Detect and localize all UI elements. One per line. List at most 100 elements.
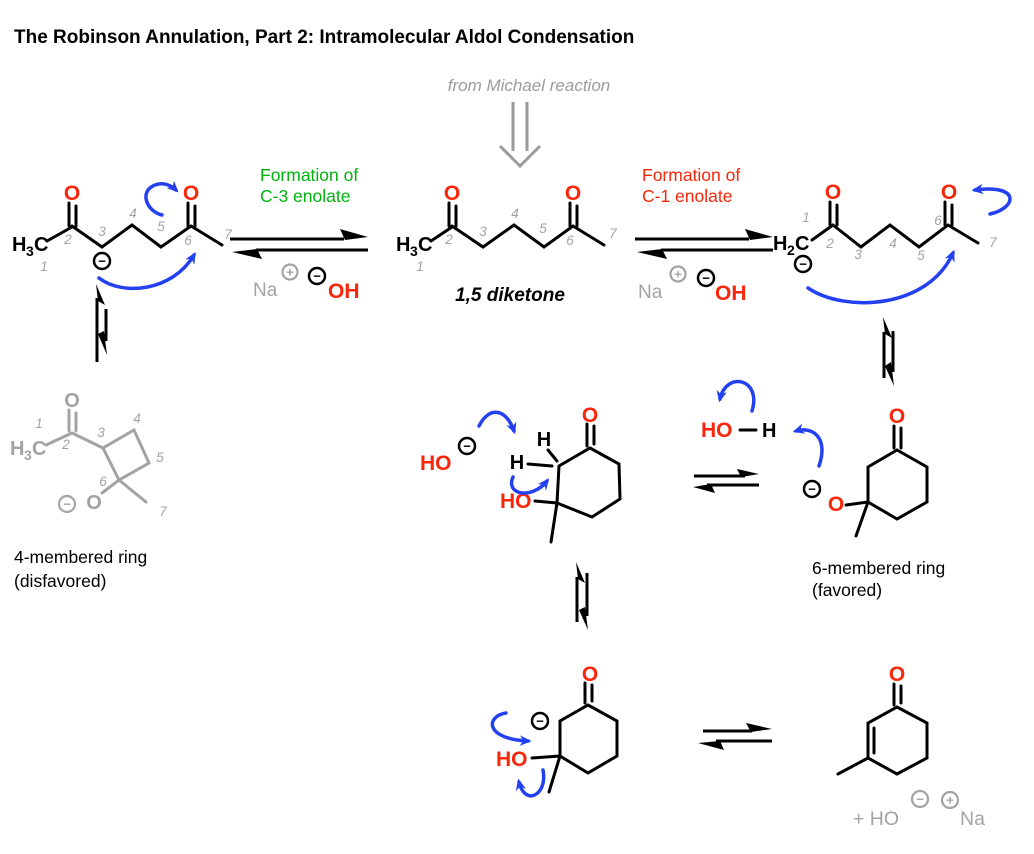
chain-number: 3 — [854, 247, 862, 262]
chain-number: 6 — [934, 213, 942, 228]
svg-text:+: + — [674, 267, 682, 282]
ring-bonds — [558, 703, 619, 775]
ring6-label: 6-membered ring — [812, 558, 945, 578]
minus-charge-icon: − — [802, 479, 822, 499]
eq-head — [745, 229, 773, 240]
svg-text:−: − — [702, 271, 710, 286]
atom-O: O — [582, 663, 598, 686]
chain-number: 2 — [61, 437, 70, 452]
curved-arrow-icon — [477, 410, 517, 435]
chain-number: 6 — [99, 474, 107, 489]
chain-number: 6 — [184, 233, 192, 248]
byproduct-label: + HO − + Na — [853, 789, 985, 830]
curved-arrow-icon — [971, 183, 1012, 216]
equilibrium-arrow-vertical — [882, 317, 895, 386]
atom-H: H — [10, 438, 24, 460]
minus-charge-icon: − — [457, 436, 477, 456]
chain-bonds — [429, 223, 606, 249]
chain-number: 1 — [40, 259, 48, 274]
minus-charge-icon: − — [92, 251, 112, 271]
atom-O: O — [889, 663, 905, 686]
hydroxyl-label: HO — [496, 748, 528, 771]
carbonyl-double-bond — [585, 422, 596, 448]
curved-arrow-icon — [509, 475, 550, 495]
chain-number: 3 — [479, 224, 487, 239]
diketone-structure: H 3 C O O 1 2 3 4 5 6 7 — [396, 182, 617, 274]
chain-bonds — [810, 223, 980, 249]
from-michael-label: from Michael reaction — [448, 76, 611, 95]
water-molecule: HO H — [701, 379, 824, 468]
minus-charge-icon: − — [793, 254, 813, 274]
six-membered-alkoxide-structure: O O − — [802, 405, 929, 538]
atom-H: H — [773, 233, 787, 255]
carbonyl-double-bond — [892, 424, 903, 450]
minus-charge-icon: − — [696, 268, 716, 288]
equilibrium-arrow-horizontal — [635, 229, 773, 259]
carbonyl-double-bond — [447, 201, 458, 228]
equilibrium-arrow-horizontal — [698, 723, 772, 750]
ring-bonds — [866, 448, 929, 521]
chain-number: 2 — [63, 232, 72, 247]
formation-c1-label: Formation of — [642, 165, 740, 185]
eq-head — [98, 331, 107, 355]
down-double-arrow-icon — [498, 102, 542, 169]
equilibrium-arrow-horizontal — [693, 469, 759, 493]
hydroxyl-label: HO — [500, 490, 532, 513]
bond — [844, 500, 870, 538]
plus-charge-icon: + — [669, 265, 687, 283]
atom-C: C — [32, 438, 46, 460]
eq-head — [737, 469, 759, 477]
eq-head — [698, 741, 724, 750]
sodium-label: Na — [638, 282, 663, 303]
byproduct-na: Na — [960, 808, 985, 830]
svg-text:−: − — [536, 714, 544, 729]
water-HO-label: HO — [701, 419, 733, 442]
chain-number: 2 — [825, 236, 834, 251]
eq-head — [637, 249, 667, 259]
svg-text:−: − — [463, 439, 471, 454]
curved-arrow-icon — [515, 768, 546, 798]
byproduct-plus-ho: + HO — [853, 808, 899, 830]
atom-O: O — [828, 493, 844, 516]
minus-charge-icon: − — [910, 789, 930, 809]
formation-c3-label: Formation of — [260, 165, 358, 185]
curved-arrow-icon — [97, 251, 196, 291]
four-membered-ring-structure: H 3 C O O − 1 2 3 4 5 6 7 — [10, 390, 167, 519]
carbonyl-double-bond — [568, 201, 579, 228]
chain-number: 7 — [609, 226, 617, 241]
ring-bonds — [101, 427, 151, 483]
bond — [44, 431, 105, 450]
chain-number: 4 — [129, 206, 137, 221]
bond — [100, 478, 148, 504]
naoh-reagent: Na + − OH — [638, 265, 747, 305]
svg-text:−: − — [63, 497, 71, 512]
carbonyl-double-bond — [828, 200, 839, 227]
atom-H: H — [510, 452, 524, 474]
eq-head — [232, 249, 262, 259]
chain-number: 2 — [444, 232, 453, 247]
atom-O: O — [582, 404, 598, 427]
chain-number: 4 — [133, 411, 141, 426]
arrow-head — [498, 144, 542, 169]
minus-charge-icon: − — [530, 711, 550, 731]
carbonyl-double-bond — [67, 201, 78, 228]
bond — [836, 756, 870, 776]
hydroxide-label: HO — [420, 452, 452, 475]
chain-number: 7 — [224, 227, 232, 242]
curved-arrow-icon — [806, 249, 955, 305]
atom-H: H — [762, 420, 776, 442]
curved-arrow-icon — [144, 180, 179, 217]
curved-arrow-icon — [716, 379, 756, 413]
enone-product-structure: O — [836, 663, 929, 776]
carbonyl-double-bond — [583, 681, 594, 705]
aldol-adduct-deprotonation-structure: HO − H H O HO — [420, 404, 622, 544]
chain-number: 5 — [917, 248, 925, 263]
bond — [526, 448, 559, 468]
equilibrium-arrow-vertical — [575, 562, 589, 630]
atom-O: O — [86, 492, 102, 514]
subscript-2: 2 — [787, 242, 795, 258]
atom-O: O — [444, 182, 460, 205]
eq-head — [579, 607, 588, 630]
bond — [530, 754, 562, 794]
